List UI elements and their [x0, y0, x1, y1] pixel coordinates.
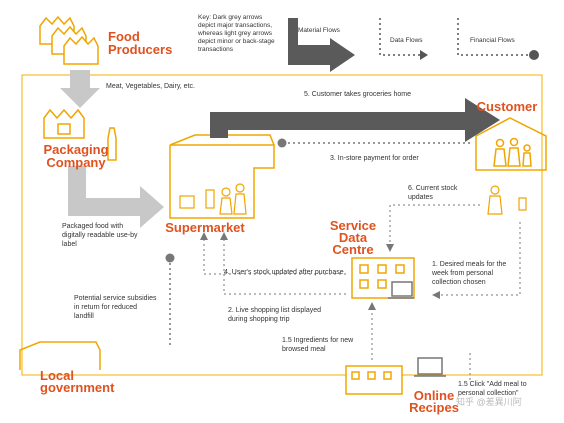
- flow-stock-updated: [203, 236, 346, 275]
- watermark: 知乎 @差異川阿: [456, 397, 522, 407]
- customer-icon: [475, 117, 547, 171]
- supermarket-icon: [169, 134, 275, 219]
- label-step-4: 4. User's stock updated after purchase: [224, 269, 344, 276]
- label-step-1-5-click: 1.5 Click "Add meal to personal collecti…: [458, 381, 527, 397]
- label-meat-veg: Meat, Vegetables, Dairy, etc.: [106, 83, 195, 90]
- supermarket-shoppers-icon: [179, 183, 247, 215]
- legend-financial-flows: Financial Flows: [470, 37, 515, 44]
- arrow-packaging-to-supermarket: [68, 166, 164, 228]
- label-subsidies: Potential service subsidies in return fo…: [74, 295, 157, 320]
- arrow-supermarket-to-customer: [210, 98, 500, 142]
- local-government-icon: [19, 341, 101, 370]
- node-packaging-company: Packaging Company: [43, 142, 109, 170]
- node-online-recipes: Online Recipes: [409, 388, 459, 415]
- flow-current-stock-updates: [389, 204, 480, 248]
- service-data-centre-icon: [351, 257, 415, 299]
- node-customer: Customer: [476, 99, 538, 114]
- key-note: Key: Dark grey arrows depict major trans…: [198, 14, 275, 53]
- packaging-company-icon: [43, 108, 117, 161]
- system-boundary: [21, 74, 543, 376]
- node-local-government: Local government: [40, 368, 115, 395]
- label-packaged-food: Packaged food with digitally readable us…: [62, 223, 138, 248]
- legend-data-flows: Data Flows: [390, 37, 423, 44]
- arrow-producers-to-packaging: [60, 70, 100, 108]
- key-data-arrow: [379, 18, 420, 56]
- label-step-1: 1. Desired meals for the week from perso…: [432, 261, 507, 286]
- food-producers-icon: [39, 15, 99, 65]
- customer-device-icon: [487, 185, 527, 215]
- key-financial-arrow: [457, 18, 532, 56]
- key-material-arrow: [288, 18, 355, 72]
- legend-material-flows: Material Flows: [298, 27, 340, 34]
- label-step-3: 3. In-store payment for order: [330, 155, 419, 162]
- flow-live-shopping-list: [223, 236, 346, 295]
- label-step-2: 2. Live shopping list displayed during s…: [228, 307, 322, 323]
- node-supermarket: Supermarket: [165, 220, 245, 235]
- label-step-1-5: 1.5 Ingredients for new browsed meal: [282, 337, 354, 353]
- online-recipes-icon: [345, 357, 446, 395]
- label-step-6: 6. Current stock updates: [408, 185, 458, 201]
- node-service-data-centre: Service Data Centre: [329, 218, 377, 257]
- label-step-5: 5. Customer takes groceries home: [304, 91, 411, 98]
- node-food-producers: Food Producers: [108, 29, 173, 57]
